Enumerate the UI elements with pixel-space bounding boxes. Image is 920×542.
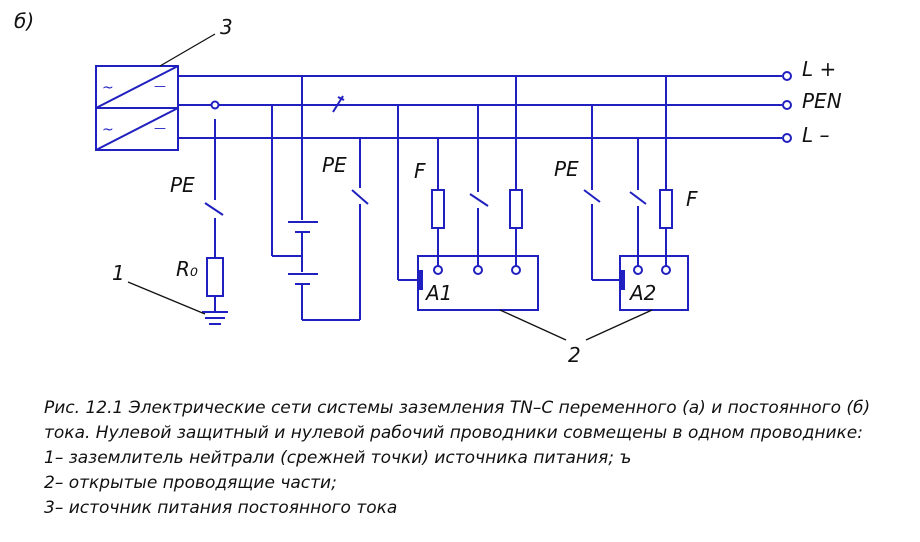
fuse-label-2: F [686,187,698,211]
neutral-grounding-branch [202,119,228,325]
figure-part-label: б) [14,9,34,33]
pe-label-3: PE [554,157,579,181]
ground-callout-line [127,281,206,315]
parts-callout-line-2 [585,309,653,341]
fuse-label-1: F [414,159,426,183]
source-callout-label: 3 [220,15,233,39]
bus-label-l-minus: L – [802,123,830,147]
pe-label-2: PE [322,153,347,177]
caption-line: 2– открытые проводящие части; [44,473,337,493]
parts-callout-line-1 [499,309,567,341]
bus-label-l-plus: L + [802,57,836,81]
ground-callout-label: 1 [112,261,125,285]
dc-symbol-top: — [154,79,166,93]
parts-callout-label: 2 [568,343,581,367]
caption-line: Рис. 12.1 Электрические сети системы заз… [44,398,871,418]
device-a2-group [583,76,689,311]
bus-wires [178,71,792,143]
pe-label-1: PE [170,173,195,197]
device-label-a2: A2 [628,281,656,305]
ac-symbol-top: ~ [102,80,114,96]
caption-line: тока. Нулевой защитный и нулевой рабочий… [44,423,863,443]
bus-label-pen: PEN [802,89,842,113]
caption-line: 1– заземлитель нейтрали (срежней точки) … [44,448,632,468]
dc-symbol-bottom: — [154,121,166,135]
dc-power-source: ~ ~ — — [95,65,179,151]
source-callout-line [159,33,216,67]
resistor-label: R₀ [176,257,198,281]
battery-branch [271,76,369,321]
figure-caption: Рис. 12.1 Электрические сети системы заз… [44,396,916,521]
device-label-a1: A1 [424,281,452,305]
ac-symbol-bottom: ~ [102,122,114,138]
caption-line: 3– источник питания постоянного тока [44,498,398,518]
device-a1-group [397,76,539,311]
